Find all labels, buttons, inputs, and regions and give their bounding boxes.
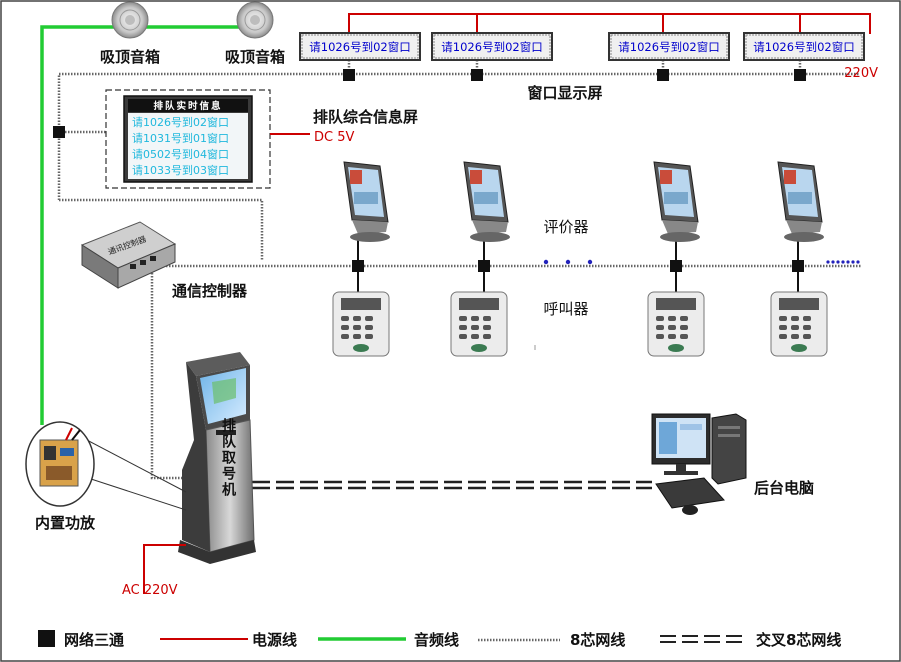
ceiling-speaker-right [236, 1, 274, 39]
bus-dots [543, 259, 860, 265]
speaker-right-label: 吸顶音箱 [225, 48, 285, 66]
caller-3 [647, 291, 705, 357]
ceiling-speaker-left [111, 1, 149, 39]
amplifier-label: 内置功放 [35, 514, 96, 532]
evaluator-4 [777, 161, 824, 242]
network-junctions [53, 69, 806, 272]
evaluator-2 [463, 161, 510, 242]
kiosk-text: 排队取号机 [220, 417, 236, 498]
legend-network-label: 8芯网线 [570, 631, 625, 649]
built-in-amplifier [25, 421, 187, 511]
legend-audio-label: 音频线 [414, 631, 459, 649]
info-line-4: 请1033号到03窗口 [132, 163, 229, 177]
caller-4 [770, 291, 828, 357]
legend-power-label: 电源线 [252, 631, 297, 649]
window-display-label: 窗口显示屏 [527, 84, 602, 102]
window-power-wires [348, 13, 871, 34]
speaker-left-label: 吸顶音箱 [100, 48, 160, 66]
controller-label: 通信控制器 [172, 282, 248, 300]
info-screen-power: DC 5V [314, 130, 354, 145]
computer-label: 后台电脑 [754, 479, 814, 497]
info-line-3: 请0502号到04窗口 [132, 147, 229, 161]
caller-label: 呼叫器 [543, 300, 588, 318]
info-screen-label: 排队综合信息屏 [313, 108, 418, 126]
legend-cross-label: 交叉8芯网线 [756, 631, 841, 649]
backend-computer [651, 413, 747, 515]
queue-ticket-kiosk: 排队取号机 [178, 352, 256, 564]
window-display-4-text: 请1026号到02窗口 [753, 40, 854, 54]
kiosk-power-label: AC 220V [122, 583, 178, 598]
info-screen: 排队实时信息 请1026号到02窗口 请1031号到01窗口 请0502号到04… [105, 89, 271, 189]
terminal-network-bus [150, 264, 862, 480]
info-line-1: 请1026号到02窗口 [132, 115, 229, 129]
caller-1 [332, 291, 390, 357]
kiosk-power-wire [143, 544, 186, 594]
audio-wire [40, 25, 246, 425]
window-display-4: 请1026号到02窗口 [743, 32, 865, 61]
evaluator-3 [653, 161, 700, 242]
communication-controller: 通讯控制器 [80, 221, 177, 289]
legend-cross-swatch [660, 635, 742, 643]
window-display-3: 请1026号到02窗口 [608, 32, 730, 61]
window-display-2: 请1026号到02窗口 [431, 32, 553, 61]
window-power-label: 220V [844, 66, 878, 81]
evaluator-1 [343, 161, 390, 242]
caller-2 [450, 291, 508, 357]
info-line-2: 请1031号到01窗口 [132, 131, 229, 145]
legend-square-swatch [38, 630, 55, 647]
info-screen-title: 排队实时信息 [153, 100, 222, 112]
window-display-1: 请1026号到02窗口 [299, 32, 421, 61]
cross-network-cable [252, 480, 652, 490]
window-display-3-text: 请1026号到02窗口 [618, 40, 719, 54]
top-network-bus [57, 60, 860, 260]
evaluator-label: 评价器 [543, 218, 588, 236]
window-display-2-text: 请1026号到02窗口 [441, 40, 542, 54]
legend-network-tee-label: 网络三通 [64, 631, 124, 649]
legend: 网络三通 电源线 音频线 8芯网线 交叉8芯网线 [38, 630, 841, 649]
window-display-1-text: 请1026号到02窗口 [309, 40, 410, 54]
